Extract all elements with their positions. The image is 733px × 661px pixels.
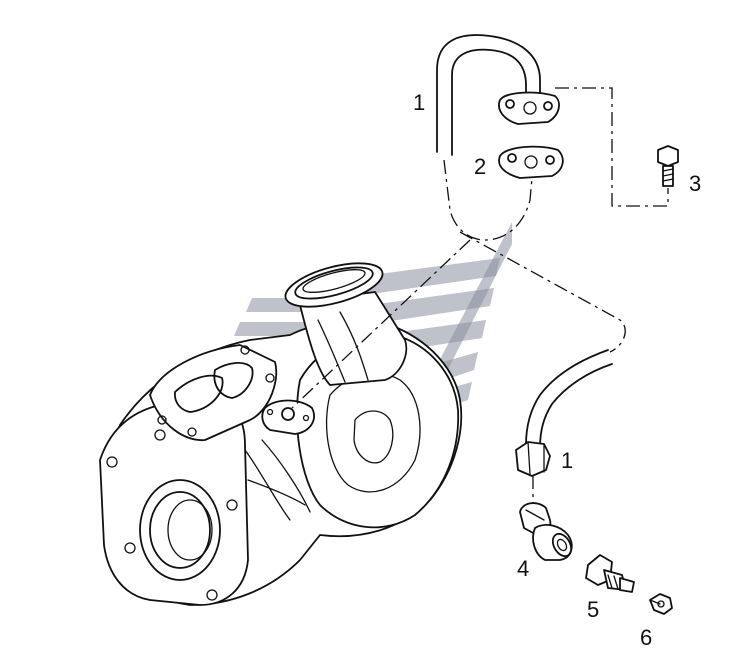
- oil-pipe-upper: [436, 34, 560, 156]
- callout-1-lower: 1: [561, 448, 573, 473]
- leader-line: [649, 599, 661, 605]
- callout-2: 2: [474, 154, 486, 179]
- elbow-fitting: [519, 502, 573, 561]
- oil-pipe-lower: [515, 349, 613, 477]
- callout-3: 3: [689, 171, 701, 196]
- turbocharger: [99, 262, 463, 606]
- assembly-lines: [291, 87, 669, 505]
- nut: [649, 593, 673, 615]
- callout-5: 5: [587, 597, 599, 622]
- adapter-fitting: [585, 554, 635, 593]
- callout-6: 6: [640, 625, 652, 650]
- gasket: [498, 145, 564, 179]
- callout-4: 4: [517, 556, 529, 581]
- bolt: [657, 145, 679, 187]
- callout-1-upper: 1: [413, 90, 425, 115]
